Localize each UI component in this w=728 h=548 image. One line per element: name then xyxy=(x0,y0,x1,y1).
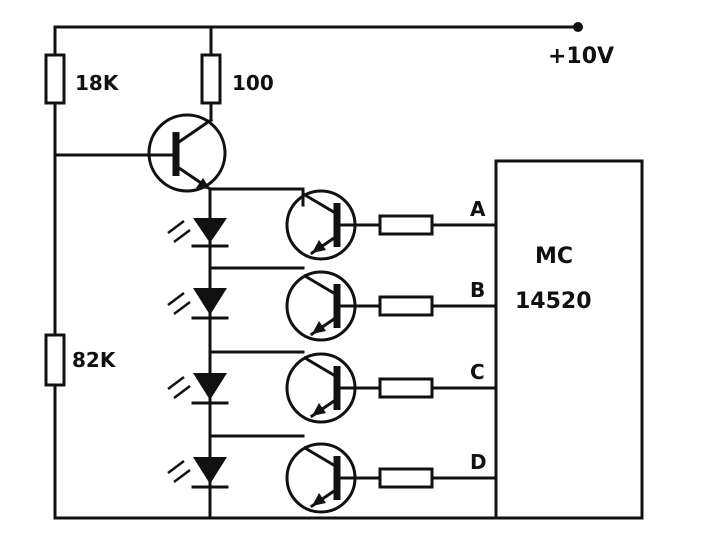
bias-divider xyxy=(44,25,152,520)
resistor-82k-label: 82K xyxy=(72,348,117,372)
switch-transistor-c xyxy=(285,352,382,424)
switch-transistor-d xyxy=(285,442,382,514)
top-transistor xyxy=(147,113,227,193)
input-label-d: D xyxy=(470,450,487,474)
resistor-100-label: 100 xyxy=(232,71,274,95)
collector-resistor xyxy=(200,25,222,122)
input-label-c: C xyxy=(470,360,485,384)
switch-transistor-a xyxy=(285,189,382,261)
supply-rail xyxy=(53,22,583,32)
chip-name: MC xyxy=(535,244,573,269)
chip-number: 14520 xyxy=(515,289,592,314)
input-label-b: B xyxy=(470,278,485,302)
chip-body xyxy=(494,159,644,520)
led-chain xyxy=(167,187,305,520)
led-4 xyxy=(193,457,227,484)
switch-transistor-b xyxy=(285,270,382,342)
resistor-18k-label: 18K xyxy=(75,71,120,95)
base-resistors xyxy=(378,214,498,489)
supply-label: +10V xyxy=(548,44,614,69)
led-1 xyxy=(193,218,227,243)
led-2 xyxy=(193,288,227,315)
led-3 xyxy=(193,373,227,400)
input-label-a: A xyxy=(470,197,486,221)
